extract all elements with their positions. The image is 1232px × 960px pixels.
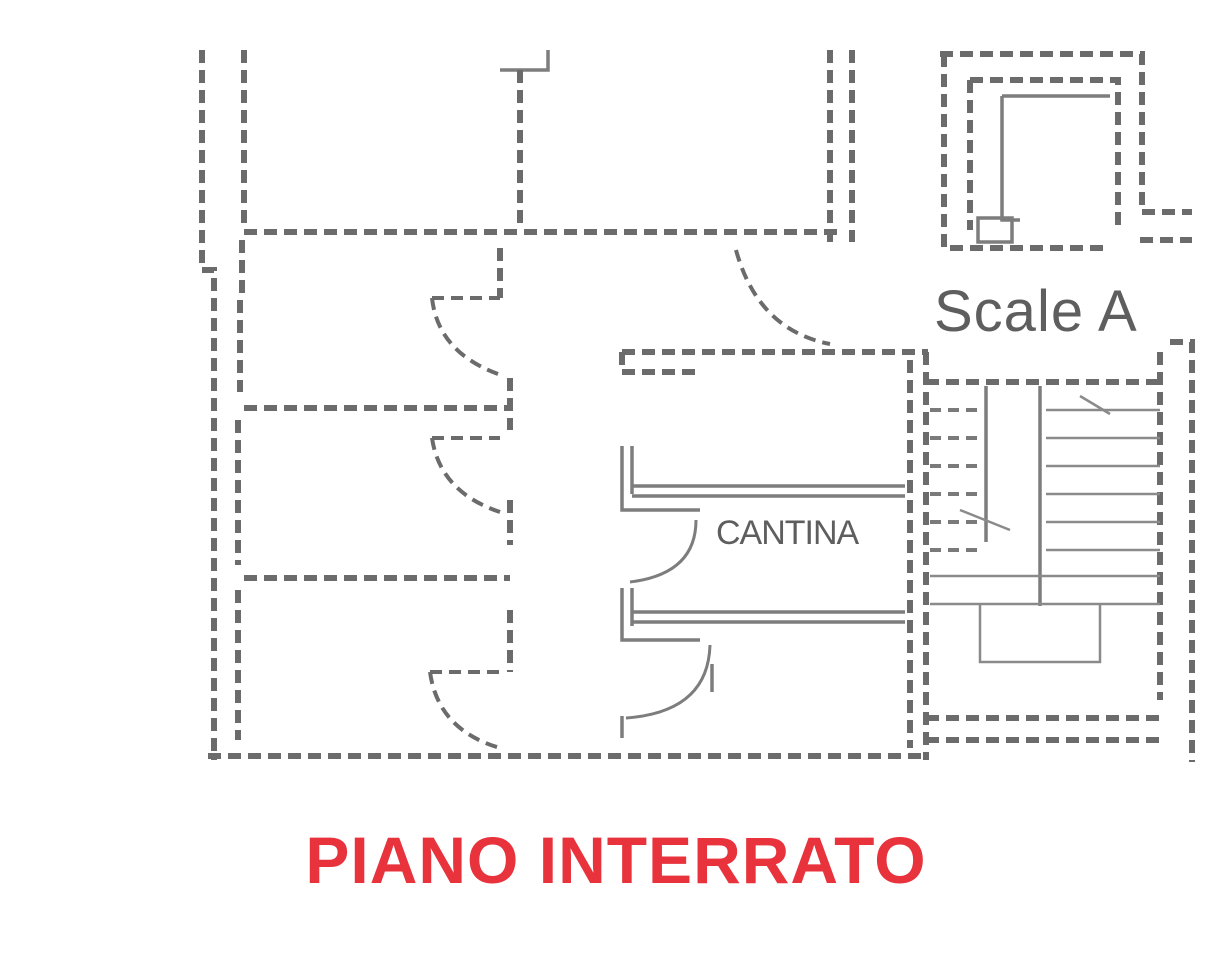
door-swings xyxy=(428,249,831,750)
room-label-cantina: CANTINA xyxy=(716,514,859,552)
cantina-room-walls xyxy=(619,349,929,760)
floor-title: PIANO INTERRATO xyxy=(305,823,927,897)
outer-walls xyxy=(199,50,925,760)
elevator-core xyxy=(940,51,1192,251)
staircase xyxy=(926,339,1195,762)
storage-stall-walls xyxy=(244,378,513,672)
floor-plan-drawing xyxy=(199,50,1195,762)
stair-label: Scale A xyxy=(934,279,1138,344)
upper-room-walls xyxy=(244,50,840,298)
